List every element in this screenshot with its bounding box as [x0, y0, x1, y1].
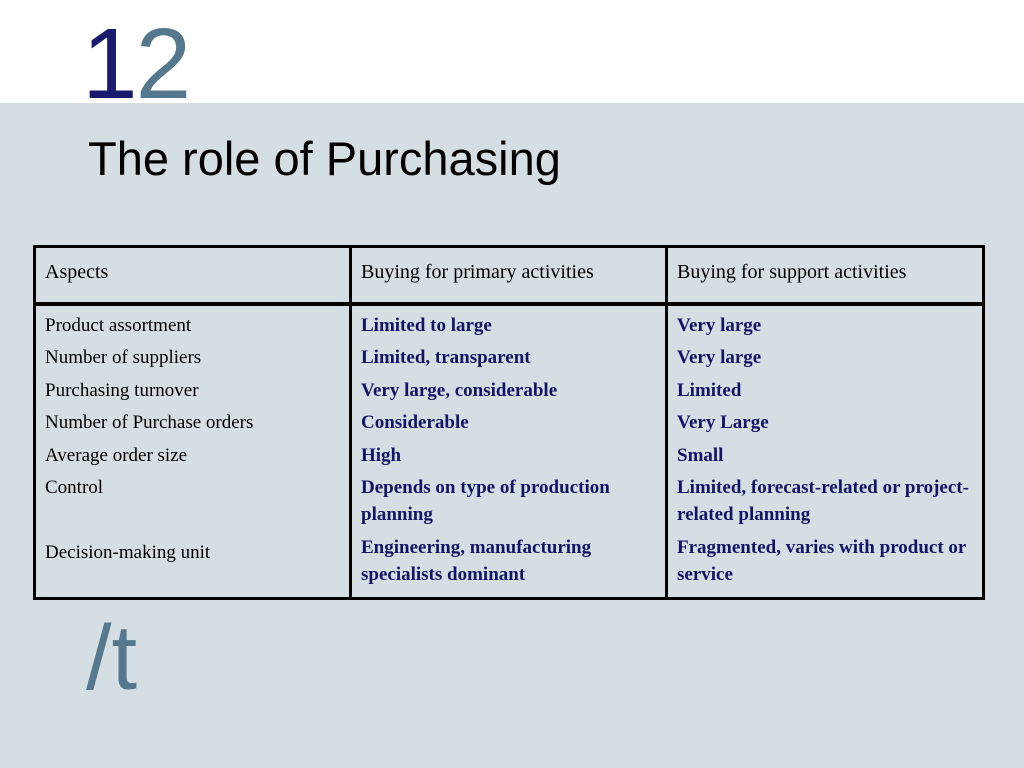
list-item: Control — [45, 477, 104, 498]
header-aspects: Aspects — [33, 245, 352, 306]
list-item: Very Large — [677, 412, 769, 433]
list-item: Product assortment — [45, 314, 192, 336]
spacer — [45, 507, 340, 539]
list-item: Limited, transparent — [361, 347, 531, 368]
slide-number: 12 — [82, 14, 191, 114]
support-list: Very large Very large Limited Very Large… — [677, 312, 973, 588]
footer-mark: /t — [86, 607, 138, 709]
list-item: Very large — [677, 314, 762, 336]
slide-title: The role of Purchasing — [88, 132, 561, 185]
list-item: Very large — [677, 347, 762, 368]
list-item: High — [361, 444, 402, 466]
primary-activities-cell: Limited to large Limited, transparent Ve… — [349, 303, 668, 600]
list-item: Limited, forecast-related or project-rel… — [677, 477, 969, 525]
list-item: Fragmented, varies with product or servi… — [677, 536, 967, 585]
aspects-list: Product assortment Number of suppliers P… — [45, 312, 340, 566]
list-item: Small — [677, 444, 724, 466]
table-body-row: Product assortment Number of suppliers P… — [33, 303, 985, 600]
list-item: Considerable — [361, 412, 469, 433]
list-item: Engineering, manufacturing specialists d… — [361, 536, 592, 585]
list-item: Purchasing turnover — [45, 379, 199, 401]
primary-list: Limited to large Limited, transparent Ve… — [361, 312, 656, 588]
slide-number-digit-2: 2 — [135, 8, 192, 120]
list-item: Number of suppliers — [45, 347, 202, 368]
slide-number-digit-1: 1 — [82, 8, 138, 120]
purchasing-comparison-table: Aspects Buying for primary activities Bu… — [33, 245, 985, 600]
aspects-cell: Product assortment Number of suppliers P… — [33, 303, 352, 600]
list-item: Limited to large — [361, 314, 492, 336]
list-item: Decision-making unit — [45, 541, 211, 563]
support-activities-cell: Very large Very large Limited Very Large… — [665, 303, 985, 600]
header-primary-activities: Buying for primary activities — [349, 245, 668, 306]
list-item: Very large, considerable — [361, 379, 558, 401]
table-header-row: Aspects Buying for primary activities Bu… — [33, 245, 985, 306]
header-support-activities: Buying for support activities — [665, 245, 985, 306]
list-item: Depends on type of production planning — [361, 477, 610, 525]
list-item: Number of Purchase orders — [45, 412, 254, 433]
list-item: Limited — [677, 379, 742, 401]
list-item: Average order size — [45, 444, 188, 466]
